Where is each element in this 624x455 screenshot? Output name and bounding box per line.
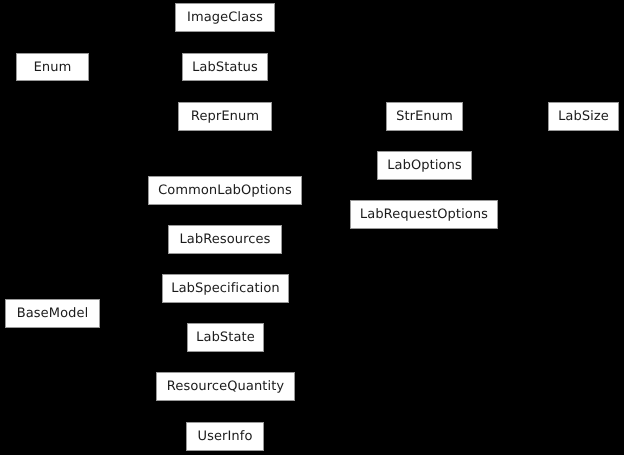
edge-basemodel-to-labstate	[100, 313, 187, 338]
class-node-reprenum[interactable]: ReprEnum	[178, 102, 272, 131]
class-node-labresources[interactable]: LabResources	[168, 225, 282, 254]
edge-basemodel-to-commonlaboptions	[100, 190, 148, 314]
edge-basemodel-to-resourcequantity	[100, 313, 156, 387]
class-node-strenum[interactable]: StrEnum	[386, 102, 463, 131]
class-node-label: StrEnum	[396, 109, 453, 124]
class-node-label: LabSpecification	[171, 281, 280, 296]
class-node-label: LabSize	[558, 109, 609, 124]
edge-enum-to-imageclass	[89, 17, 175, 68]
class-node-commonlaboptions[interactable]: CommonLabOptions	[148, 176, 302, 205]
class-node-userinfo[interactable]: UserInfo	[186, 422, 264, 451]
class-node-label: CommonLabOptions	[158, 183, 292, 198]
class-node-labstate[interactable]: LabState	[187, 323, 264, 352]
class-node-label: LabRequestOptions	[359, 207, 489, 222]
class-node-label: BaseModel	[16, 306, 89, 321]
class-node-labspecification[interactable]: LabSpecification	[162, 274, 289, 303]
class-node-imageclass[interactable]: ImageClass	[175, 3, 275, 32]
class-node-label: LabStatus	[192, 59, 258, 75]
class-node-label: Enum	[33, 59, 72, 75]
class-node-labstatus[interactable]: LabStatus	[182, 53, 268, 81]
class-node-labsize[interactable]: LabSize	[548, 102, 619, 131]
edge-basemodel-to-labspecification	[100, 288, 162, 314]
class-node-label: LabOptions	[387, 158, 462, 173]
class-node-label: UserInfo	[197, 429, 253, 444]
class-node-laboptions[interactable]: LabOptions	[377, 151, 472, 180]
edge-enum-to-reprenum	[89, 66, 178, 117]
class-node-label: LabResources	[179, 232, 271, 247]
edge-commonlaboptions-to-laboptions	[302, 165, 377, 191]
class-node-label: ResourceQuantity	[166, 379, 285, 394]
class-node-enum[interactable]: Enum	[16, 53, 89, 81]
edge-commonlaboptions-to-labrequestoptions	[302, 190, 350, 215]
class-node-label: ImageClass	[187, 10, 263, 25]
class-node-labrequestoptions[interactable]: LabRequestOptions	[350, 200, 498, 229]
class-node-resourcequantity[interactable]: ResourceQuantity	[156, 372, 295, 401]
class-node-label: ReprEnum	[190, 109, 260, 124]
class-node-label: LabState	[196, 330, 255, 345]
edge-basemodel-to-labresources	[100, 239, 168, 314]
class-node-basemodel[interactable]: BaseModel	[5, 299, 100, 328]
